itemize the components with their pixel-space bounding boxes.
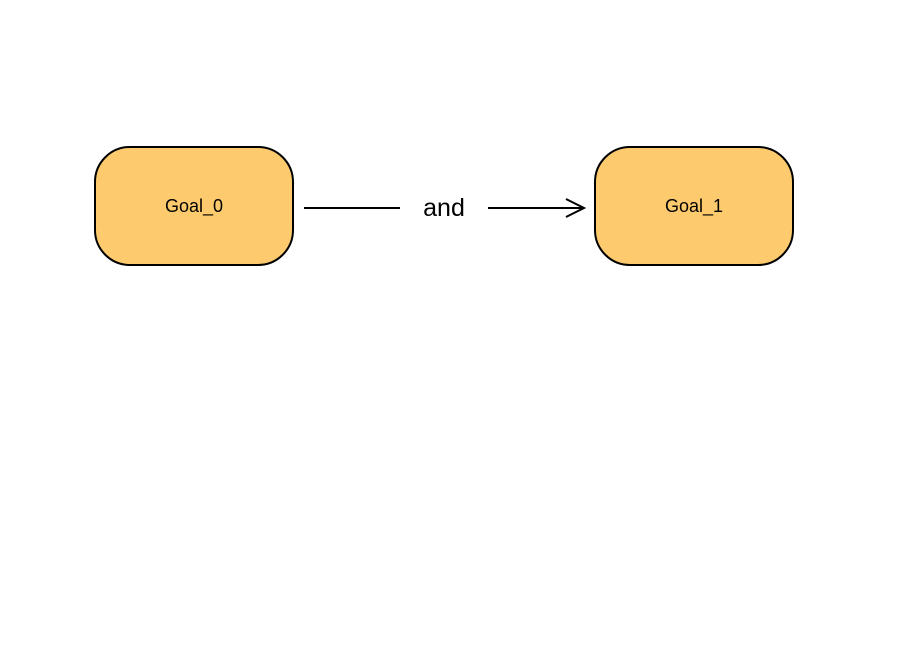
node-label: Goal_0 bbox=[164, 195, 224, 216]
edge-label: and bbox=[400, 193, 488, 223]
edge-label-text: and bbox=[422, 193, 466, 222]
node-label: Goal_1 bbox=[664, 195, 724, 216]
node-goal-1[interactable]: Goal_1 bbox=[594, 146, 794, 266]
node-goal-0[interactable]: Goal_0 bbox=[94, 146, 294, 266]
arrowhead-icon bbox=[565, 198, 587, 218]
